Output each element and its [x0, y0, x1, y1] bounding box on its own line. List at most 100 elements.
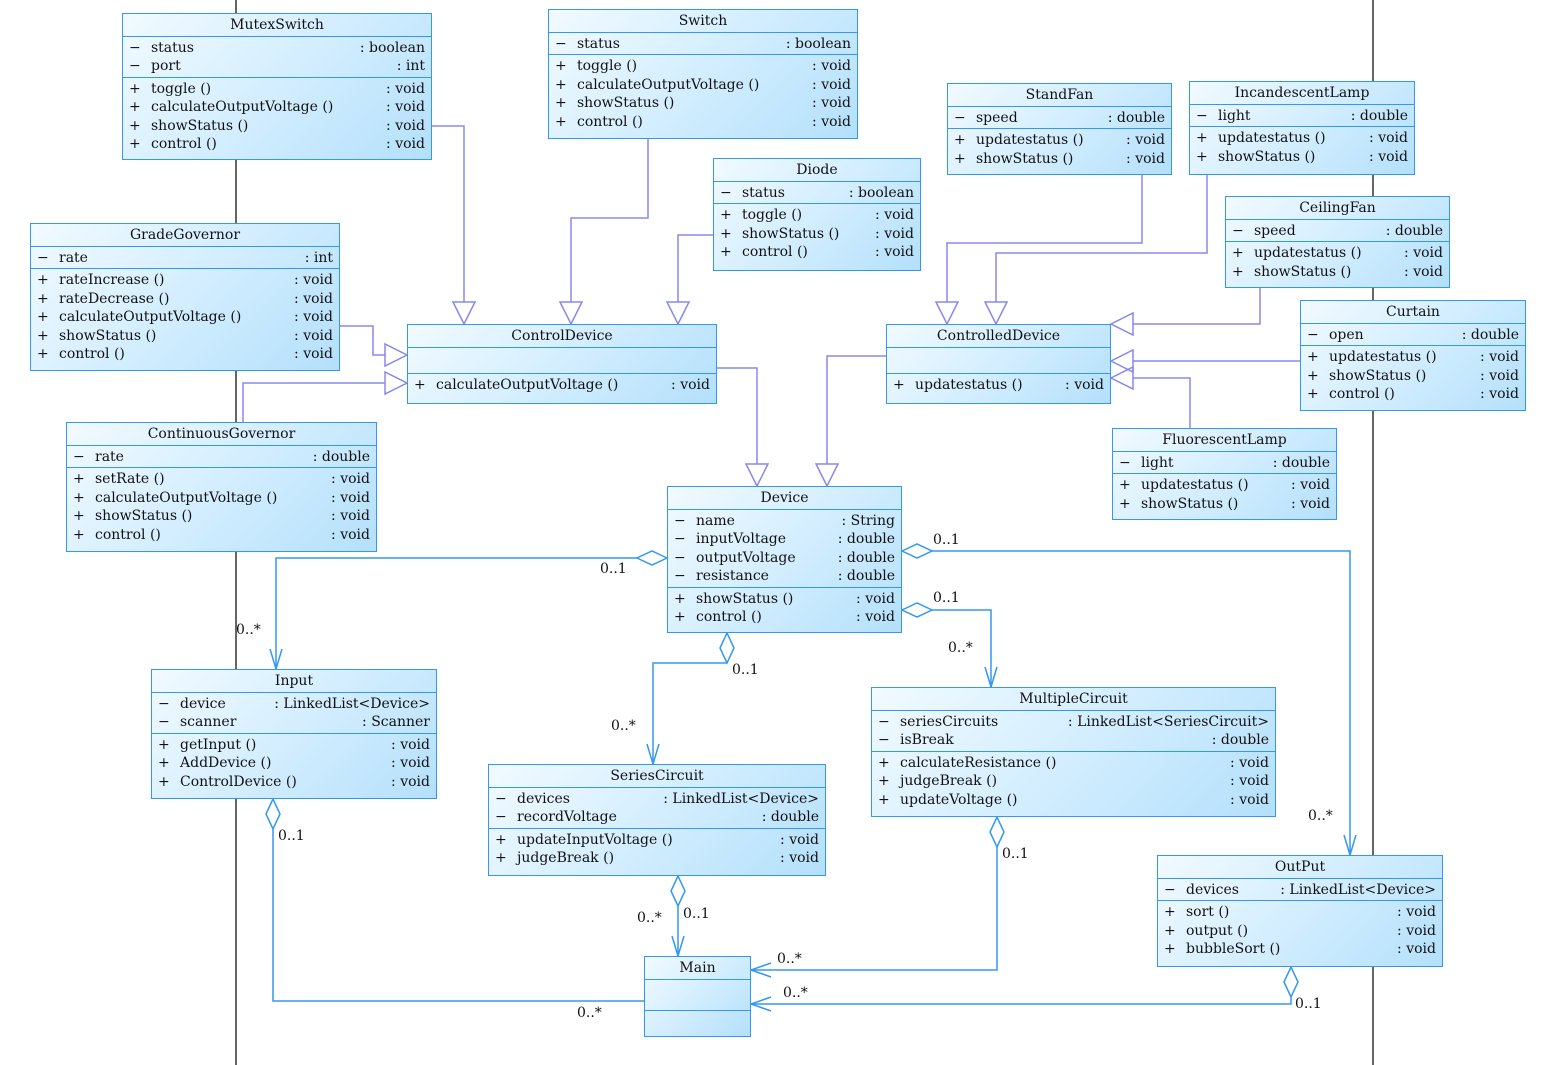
member-name: light	[1141, 454, 1174, 471]
class-ceilingfan[interactable]: CeilingFan−speed: double+updatestatus ()…	[1225, 196, 1450, 288]
operation-row: +control (): void	[73, 526, 370, 545]
class-continuousgovernor[interactable]: ContinuousGovernor−rate: double+setRate …	[66, 422, 377, 552]
visibility-marker: +	[1307, 367, 1319, 384]
member-name: getInput ()	[180, 736, 257, 753]
generalization-lines	[242, 125, 1300, 488]
member-type: : double	[837, 549, 895, 566]
member-type: : void	[386, 80, 425, 97]
visibility-marker: +	[414, 376, 426, 393]
member-type: : void	[1480, 367, 1519, 384]
visibility-marker: −	[129, 39, 141, 56]
member-type: : double	[1272, 454, 1330, 471]
operation-row: + showStatus () : void	[1307, 367, 1519, 386]
attribute-row: −devices: LinkedList<Device>	[1164, 881, 1436, 900]
aggregation-diamond	[719, 631, 735, 665]
visibility-marker: +	[878, 754, 890, 771]
operations-compartment: +updateInputVoltage (): void+judgeBreak …	[489, 829, 825, 869]
member-name: speed	[976, 109, 1018, 126]
member-type: : double	[1350, 107, 1408, 124]
member-name: scanner	[180, 714, 237, 730]
member-name: showStatus ()	[742, 225, 840, 242]
aggregation-diamond	[900, 602, 934, 618]
member-type: : void	[331, 489, 370, 506]
class-curtain[interactable]: Curtain−open: double+updatestatus (): vo…	[1300, 300, 1526, 411]
visibility-marker: −	[1196, 107, 1208, 124]
class-seriescircuit[interactable]: SeriesCircuit−devices: LinkedList<Device…	[488, 764, 826, 876]
association-line	[751, 997, 1292, 1005]
class-controlleddevice[interactable]: ControlledDevice+updatestatus (): void	[886, 324, 1111, 404]
class-switch[interactable]: Switch−status: boolean+toggle (): void+c…	[548, 9, 858, 139]
operation-row: +calculateOutputVoltage (): void	[73, 489, 370, 508]
operation-row: +updatestatus (): void	[1196, 129, 1408, 148]
operation-row: +showStatus (): void	[1232, 263, 1443, 282]
generalization-line	[717, 367, 758, 464]
visibility-marker: +	[73, 508, 85, 524]
member-type: : void	[294, 290, 333, 307]
member-name: AddDevice ()	[180, 755, 272, 771]
class-controldevice[interactable]: ControlDevice+calculateOutputVoltage ():…	[407, 324, 717, 404]
attributes-compartment	[645, 980, 750, 1011]
attribute-row: −port: int	[129, 57, 425, 76]
class-input[interactable]: Input−device: LinkedList<Device>−scanner…	[151, 669, 437, 799]
operation-row: +showStatus (): void	[1196, 148, 1408, 167]
operation-row: +control (): void	[37, 345, 333, 364]
aggregation-diamond	[670, 874, 686, 908]
class-output[interactable]: OutPut−devices: LinkedList<Device>+sort …	[1157, 855, 1443, 967]
visibility-marker: +	[555, 113, 567, 130]
class-mutexswitch[interactable]: MutexSwitch−status: boolean−port: int+to…	[122, 13, 432, 160]
member-name: control ()	[696, 609, 762, 625]
multiplicity-label: 0..*	[577, 1005, 602, 1021]
member-name: ControlDevice ()	[180, 773, 297, 790]
attributes-compartment: −speed: double	[948, 107, 1171, 129]
member-type: : void	[386, 99, 425, 115]
operation-row: +showStatus (): void	[37, 327, 333, 346]
generalization-arrowhead	[1109, 348, 1134, 374]
member-name: judgeBreak ()	[517, 850, 615, 866]
operation-row: +calculateResistance (): void	[878, 754, 1269, 773]
member-name: showStatus ()	[151, 117, 249, 134]
member-type: : void	[1404, 263, 1443, 280]
visibility-marker: +	[1196, 130, 1208, 146]
attributes-compartment: −device: LinkedList<Device>−scanner: Sca…	[152, 693, 436, 734]
member-type: : void	[1397, 904, 1436, 920]
member-name: updatestatus ()	[1141, 477, 1249, 493]
class-main[interactable]: Main	[644, 956, 751, 1037]
class-device[interactable]: Device−name: String−inputVoltage: double…	[667, 486, 902, 633]
member-type: : String	[841, 512, 895, 529]
class-gradegovernor[interactable]: GradeGovernor−rate: int+rateIncrease ():…	[30, 223, 340, 371]
visibility-marker: −	[73, 448, 85, 465]
association-line	[932, 609, 992, 687]
visibility-marker: +	[1164, 904, 1176, 920]
member-name: calculateOutputVoltage ()	[95, 489, 278, 506]
member-type: : double	[1461, 326, 1519, 343]
member-name: control ()	[577, 113, 643, 130]
attributes-compartment: −light: double	[1190, 105, 1414, 127]
attributes-compartment	[887, 348, 1110, 374]
member-name: showStatus ()	[1329, 367, 1427, 384]
operation-row: +getInput (): void	[158, 736, 430, 755]
class-multiplecircuit[interactable]: MultipleCircuit−seriesCircuits: LinkedLi…	[871, 687, 1276, 817]
operations-compartment: +toggle (): void+calculateOutputVoltage …	[549, 55, 857, 132]
member-name: devices	[517, 790, 570, 807]
aggregation-diamond	[1283, 965, 1299, 999]
class-diode[interactable]: Diode−status: boolean+toggle (): void+sh…	[713, 158, 921, 271]
generalization-arrowhead	[814, 463, 840, 488]
member-name: calculateOutputVoltage ()	[577, 76, 760, 93]
class-name: Input	[152, 670, 436, 693]
member-type: : void	[1369, 130, 1408, 146]
aggregation-diamond	[900, 543, 934, 559]
class-incandescentlamp[interactable]: IncandescentLamp−light: double+updatesta…	[1189, 81, 1415, 175]
class-standfan[interactable]: StandFan−speed: double+updatestatus (): …	[947, 83, 1172, 175]
member-type: : void	[331, 508, 370, 524]
member-name: outputVoltage	[696, 549, 796, 566]
attributes-compartment: −status: boolean	[549, 33, 857, 55]
member-name: updatestatus ()	[1329, 349, 1437, 365]
operation-row: +rateIncrease (): void	[37, 271, 333, 290]
generalization-arrowhead	[384, 370, 409, 396]
member-type: : void	[1065, 376, 1104, 393]
generalization-line	[242, 382, 385, 422]
member-name: control ()	[1329, 386, 1395, 402]
class-fluorescentlamp[interactable]: FluorescentLamp−light: double+updatestat…	[1112, 428, 1337, 520]
member-name: control ()	[151, 136, 217, 152]
attribute-row: −devices: LinkedList<Device>	[495, 790, 819, 809]
